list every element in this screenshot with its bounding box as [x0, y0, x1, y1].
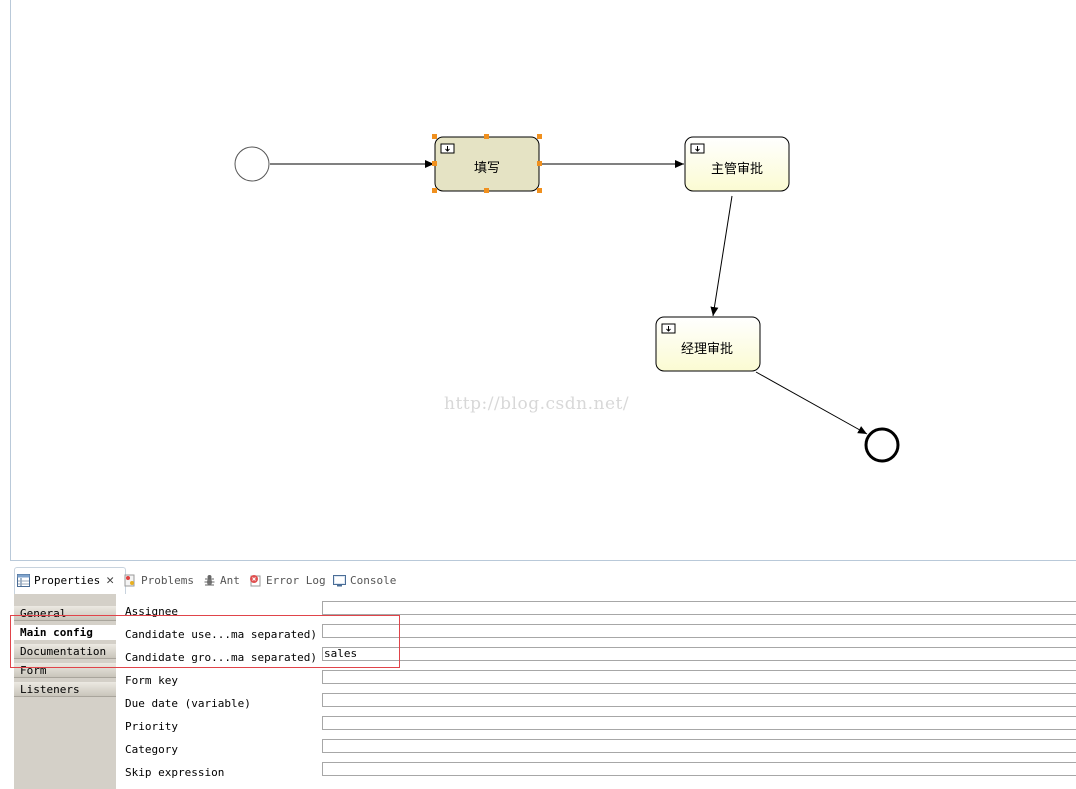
- user-task-icon: [690, 143, 705, 154]
- end-event[interactable]: [864, 427, 900, 463]
- priority-label: Priority: [125, 720, 178, 733]
- ant-icon: [203, 574, 216, 587]
- process-diagram[interactable]: 填写 主管审批: [11, 0, 1076, 560]
- section-tab-listeners[interactable]: Listeners: [14, 682, 116, 697]
- task-label-manager: 经理审批: [681, 342, 733, 357]
- active-tab-background: [14, 567, 126, 594]
- assignee-label: Assignee: [125, 605, 178, 618]
- category-label: Category: [125, 743, 178, 756]
- error-log-icon: [249, 574, 262, 587]
- user-task-supervisor[interactable]: 主管审批: [684, 136, 790, 192]
- properties-view: Properties ✕ Problems Ant: [10, 563, 1076, 789]
- section-tab-general[interactable]: General: [14, 606, 116, 621]
- console-icon: [333, 574, 346, 587]
- user-task-icon: [440, 143, 455, 154]
- user-task-fill[interactable]: 填写: [432, 134, 542, 193]
- tab-label: Ant: [220, 573, 240, 587]
- task-label-supervisor: 主管审批: [711, 162, 763, 177]
- candidate-users-label: Candidate use...ma separated): [125, 628, 318, 641]
- tab-label: Console: [350, 573, 397, 587]
- tab-label: Error Log: [266, 573, 326, 587]
- start-event[interactable]: [234, 146, 270, 182]
- view-tab-bar: Properties ✕ Problems Ant: [10, 563, 1076, 594]
- task-label-fill: 填写: [474, 161, 500, 176]
- properties-icon: [17, 573, 30, 587]
- tab-properties[interactable]: Properties ✕: [17, 569, 114, 591]
- selection-handles[interactable]: [432, 134, 542, 193]
- process-canvas[interactable]: 填写 主管审批: [10, 0, 1076, 561]
- section-tab-main-config[interactable]: Main config: [14, 625, 116, 640]
- tab-label: Properties: [34, 573, 101, 587]
- candidate-groups-label: Candidate gro...ma separated): [125, 651, 318, 664]
- due-date-label: Due date (variable): [125, 697, 251, 710]
- section-tab-documentation[interactable]: Documentation: [14, 644, 116, 659]
- tab-ant[interactable]: Ant: [203, 569, 240, 591]
- priority-input[interactable]: [322, 716, 1076, 730]
- tab-label: Problems: [141, 573, 194, 587]
- assignee-input[interactable]: [322, 601, 1076, 615]
- tab-error-log[interactable]: Error Log: [249, 569, 326, 591]
- property-sections-sidebar: General Main config Documentation Form L…: [14, 594, 116, 789]
- category-input[interactable]: [322, 739, 1076, 753]
- candidate-users-input[interactable]: [322, 624, 1076, 638]
- user-task-icon: [661, 323, 676, 334]
- form-key-label: Form key: [125, 674, 178, 687]
- form-key-input[interactable]: [322, 670, 1076, 684]
- tab-problems[interactable]: Problems: [124, 569, 194, 591]
- skip-expression-input[interactable]: [322, 762, 1076, 776]
- user-task-manager[interactable]: 经理审批: [655, 316, 761, 372]
- section-tab-form[interactable]: Form: [14, 663, 116, 678]
- sequence-flow-manager-to-end[interactable]: [755, 371, 868, 435]
- tab-console[interactable]: Console: [333, 569, 396, 591]
- skip-expression-label: Skip expression: [125, 766, 225, 779]
- candidate-groups-input[interactable]: [322, 647, 1076, 661]
- close-icon[interactable]: ✕: [106, 572, 115, 588]
- sequence-flow-supervisor-to-manager[interactable]: [710, 195, 733, 317]
- problems-icon: [124, 574, 137, 587]
- watermark: http://blog.csdn.net/: [444, 394, 630, 414]
- due-date-input[interactable]: [322, 693, 1076, 707]
